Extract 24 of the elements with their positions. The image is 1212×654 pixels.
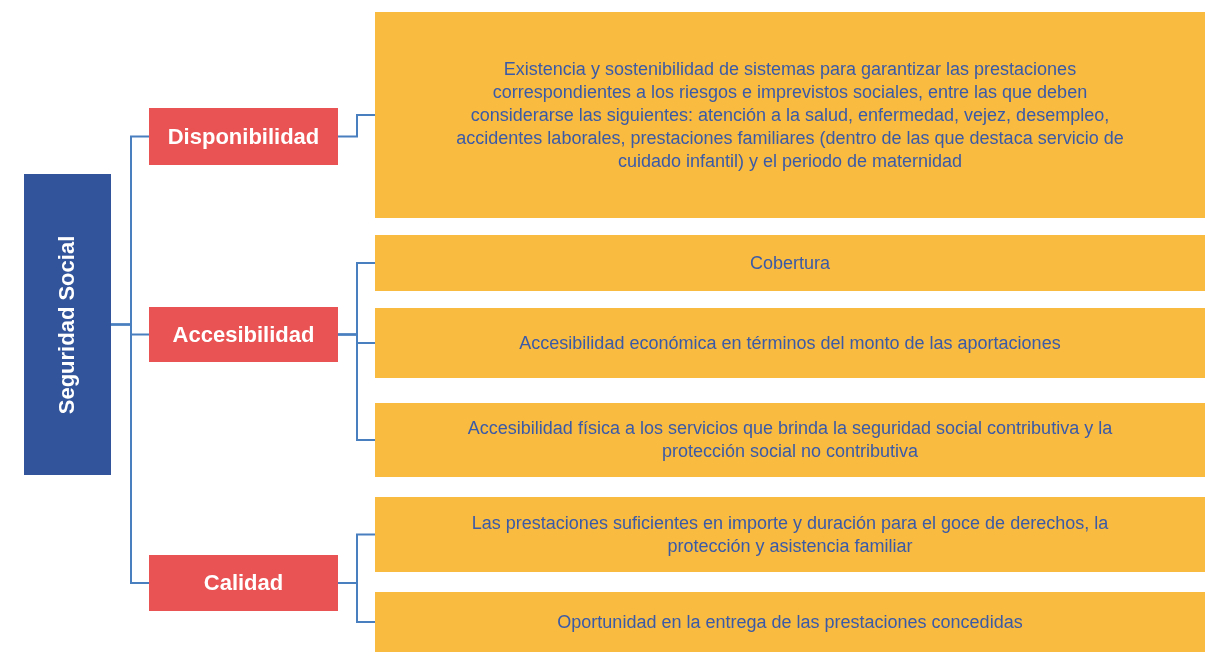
- category-label: Disponibilidad: [167, 123, 320, 150]
- category-label: Accesibilidad: [172, 321, 315, 348]
- description-box: [375, 12, 1205, 218]
- description-text: Oportunidad en la entrega de las prestaciones concedidas: [557, 610, 1023, 634]
- category-box: [149, 108, 338, 165]
- connector-line: [337, 114, 376, 138]
- description-text: Accesibilidad física a los servicios que brinda la seguridad social contributiva y la protección social no contributiva: [466, 417, 1114, 463]
- category-box: [149, 307, 338, 362]
- description-text: Las prestaciones suficientes en importe y duración para el goce de derechos, la protección y asistencia familiar: [470, 511, 1110, 558]
- description-box: [375, 235, 1205, 291]
- connector-line: [337, 582, 376, 623]
- description-text: Accesibilidad económica en términos del monto de las aportaciones: [519, 331, 1061, 355]
- description-box: [375, 592, 1205, 652]
- description-box: [375, 403, 1205, 477]
- category-box: [149, 555, 338, 611]
- root-label: Seguridad Social: [54, 235, 81, 414]
- description-box: [375, 308, 1205, 378]
- root-box: [24, 174, 111, 475]
- description-box: [375, 497, 1205, 572]
- description-text: Cobertura: [749, 251, 830, 275]
- category-label: Calidad: [203, 570, 284, 596]
- connector-line: [337, 333, 376, 441]
- description-text: Existencia y sostenibilidad de sistemas para garantizar las prestaciones correspondientes a los riesgos e imprevistos sociales, entre las que deben considerarse las siguientes: atención a la salud, enfermedad, vejez, desempleo, accidentes laborales, prestaciones familiares (dentro de las que destaca servicio de cuidado infantil) y el periodo de maternidad: [455, 57, 1125, 173]
- connector-line: [110, 323, 150, 584]
